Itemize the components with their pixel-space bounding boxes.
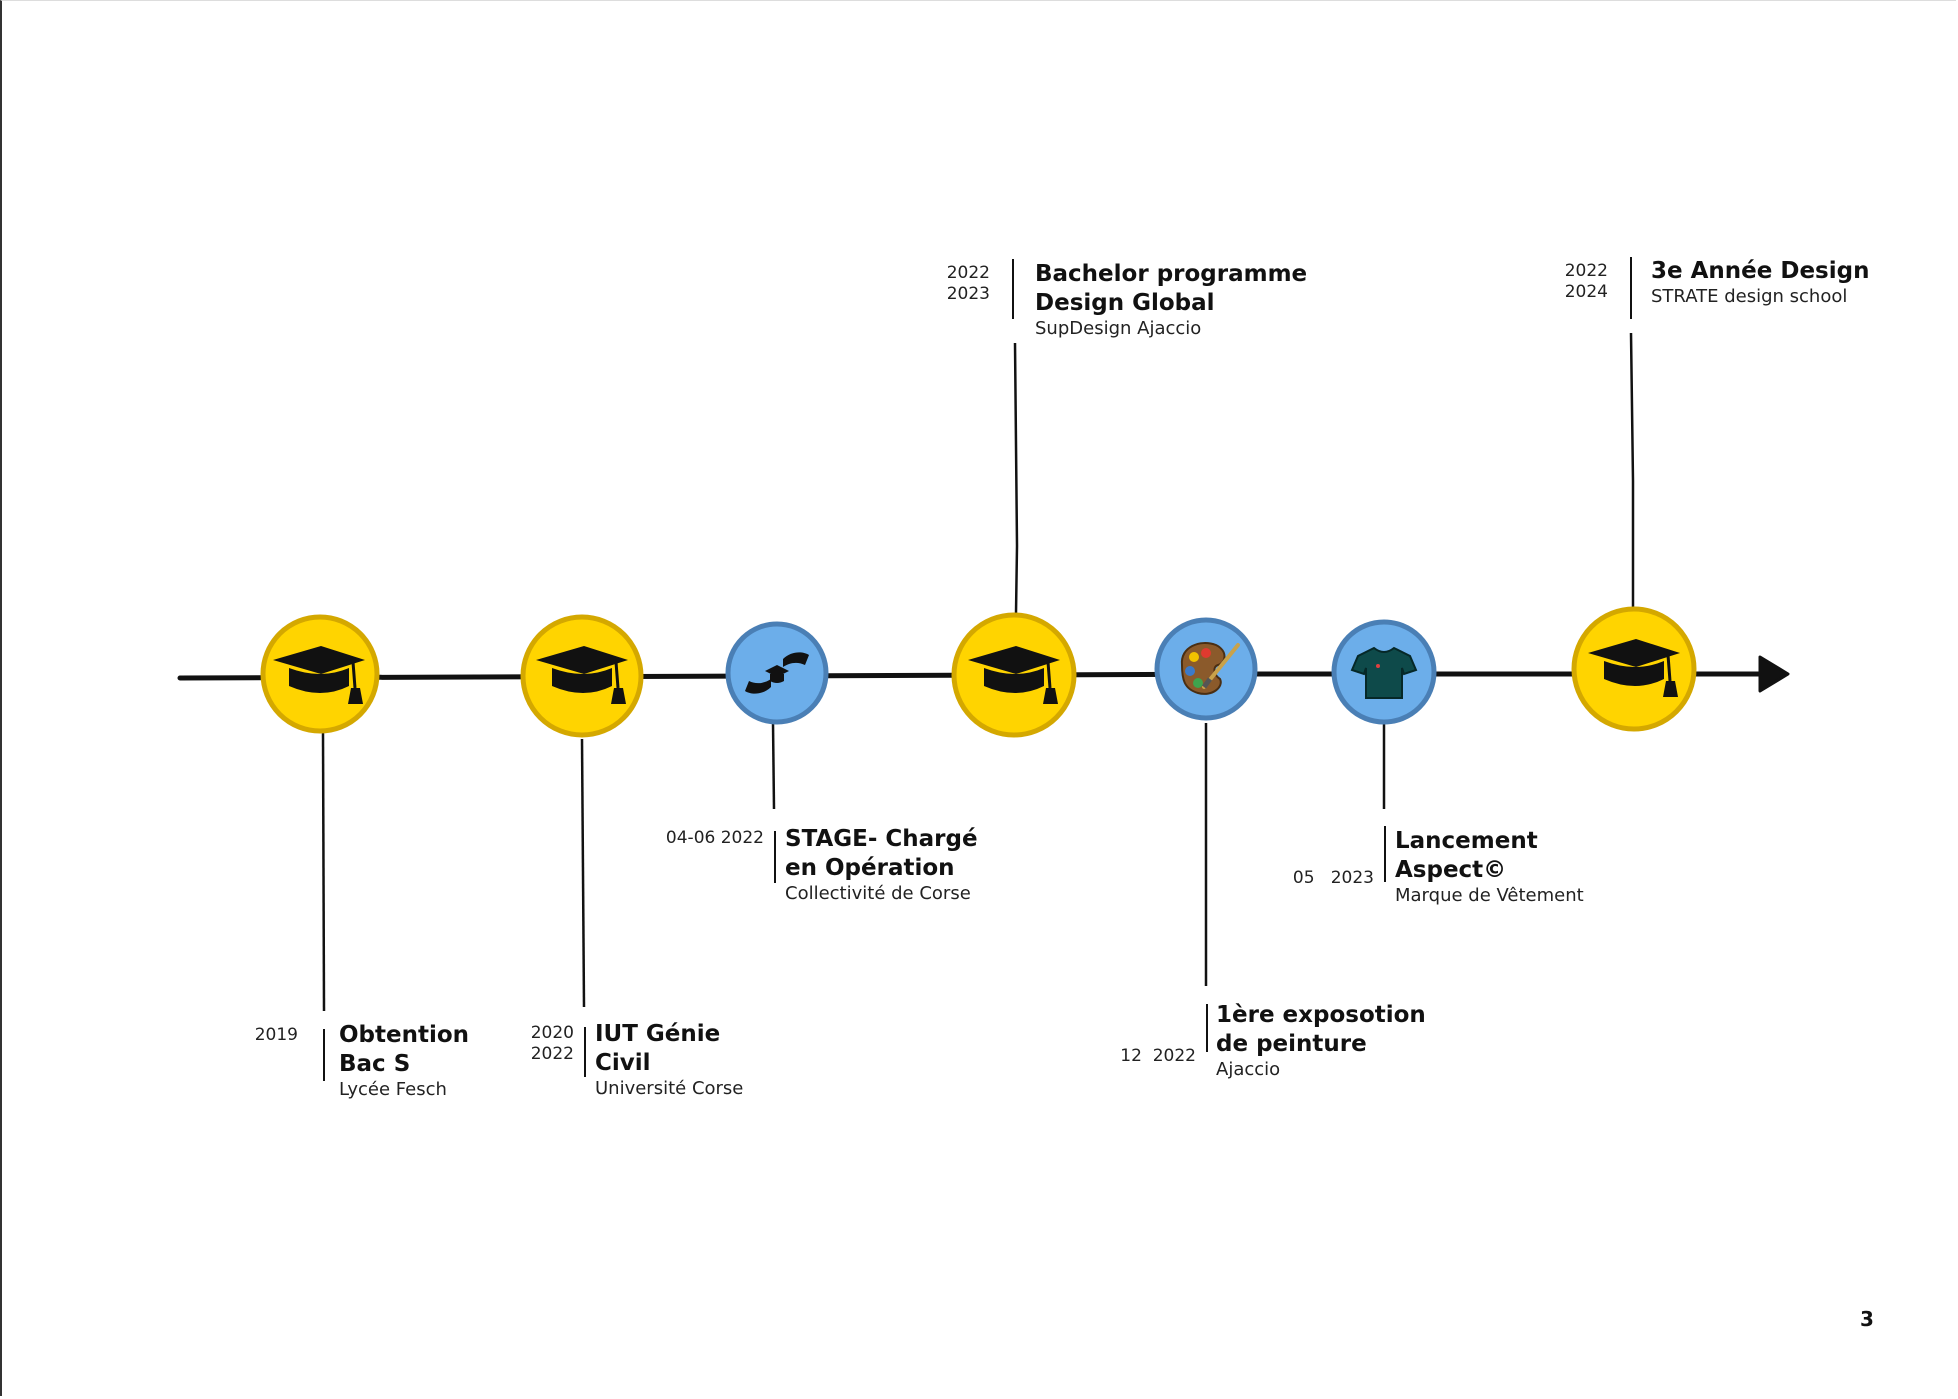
event-title: Lancement Aspect©: [1395, 828, 1538, 883]
label-bar: [584, 1027, 586, 1077]
event-title: STAGE- Chargé en Opération: [785, 826, 978, 881]
connector-stage: [771, 722, 776, 810]
date-line: 2020: [530, 1023, 574, 1043]
date-line: 12 2022: [1120, 1046, 1196, 1066]
event-dates-bachelor: 2022 2023: [910, 263, 990, 305]
event-dates-strate: 2022 2024: [1528, 261, 1608, 303]
date-line: 2024: [1564, 282, 1608, 302]
label-bar: [1012, 259, 1014, 319]
handshake-cap-icon: [745, 652, 809, 694]
event-label-strate: 3e Année Design STRATE design school: [1651, 257, 1869, 308]
date-line: 2023: [946, 284, 990, 304]
date-line: 2019: [254, 1025, 298, 1045]
event-label-expo: 1ère exposotion de peinture Ajaccio: [1216, 1001, 1426, 1081]
event-label-stage: STAGE- Chargé en Opération Collectivité …: [785, 825, 978, 905]
event-subtitle: SupDesign Ajaccio: [1035, 318, 1202, 339]
event-subtitle: Ajaccio: [1216, 1059, 1281, 1080]
timeline-arrowhead: [1758, 655, 1790, 693]
event-title: 3e Année Design: [1651, 258, 1870, 284]
connector-strate: [1629, 332, 1635, 608]
event-label-aspect: Lancement Aspect© Marque de Vêtement: [1395, 827, 1584, 907]
event-dates-iut: 2020 2022: [494, 1023, 574, 1065]
event-dates-aspect: 05 2023: [1230, 826, 1374, 931]
label-bar: [774, 831, 776, 883]
label-bar: [323, 1029, 325, 1081]
event-subtitle: Université Corse: [595, 1078, 744, 1099]
page-number: 3: [1860, 1307, 1874, 1331]
label-bar: [1630, 257, 1632, 319]
event-label-bachelor: Bachelor programme Design Global SupDesi…: [1035, 260, 1307, 340]
event-subtitle: Marque de Vêtement: [1395, 885, 1584, 906]
date-line: 2022: [1564, 261, 1608, 281]
event-dates-stage: 04-06 2022: [614, 828, 764, 849]
event-label-bac: Obtention Bac S Lycée Fesch: [339, 1021, 469, 1101]
paint-palette-icon: [1180, 642, 1240, 695]
connector-bac: [321, 732, 326, 1012]
event-label-iut: IUT Génie Civil Université Corse: [595, 1020, 743, 1100]
date-line: 2022: [530, 1044, 574, 1064]
event-dates-bac: 2019: [218, 1025, 298, 1046]
event-title: IUT Génie Civil: [595, 1021, 721, 1076]
label-bar: [1206, 1004, 1208, 1052]
date-line: 04-06 2022: [665, 828, 764, 848]
connector-bachelor: [1013, 342, 1019, 614]
connector-iut: [580, 738, 586, 1008]
event-title: 1ère exposotion de peinture: [1216, 1002, 1426, 1057]
event-subtitle: Lycée Fesch: [339, 1079, 447, 1100]
event-subtitle: STRATE design school: [1651, 286, 1848, 307]
event-dates-expo: 12 2022: [1052, 1004, 1196, 1109]
event-subtitle: Collectivité de Corse: [785, 883, 971, 904]
event-title: Bachelor programme Design Global: [1035, 261, 1308, 316]
t-shirt-icon: [1350, 646, 1418, 699]
label-bar: [1384, 826, 1386, 882]
date-line: 2022: [946, 263, 990, 283]
date-line: 05 2023: [1292, 868, 1374, 888]
event-title: Obtention Bac S: [339, 1022, 470, 1077]
